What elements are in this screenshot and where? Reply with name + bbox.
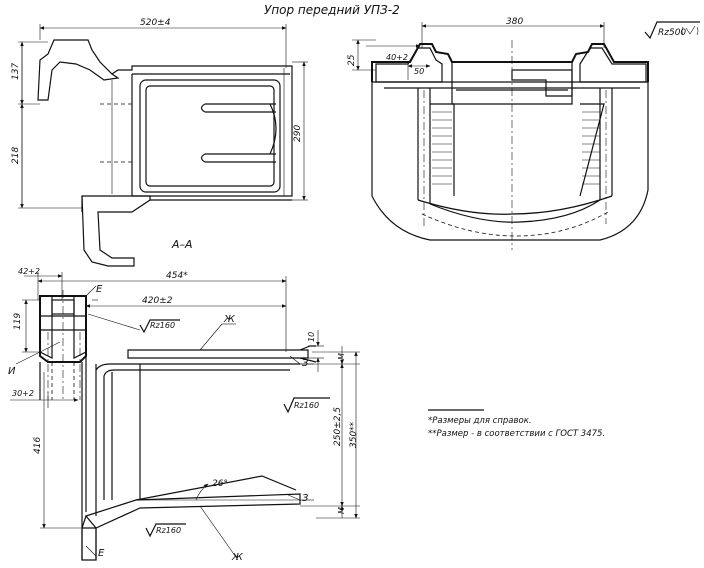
label-i: И — [8, 366, 16, 377]
dim-520: 520±4 — [140, 18, 171, 28]
note-2: **Размер - в соответствии с ГОСТ 3475. — [428, 429, 605, 439]
general-roughness-mark: Rz500 — [644, 21, 700, 40]
dim-119: 119 — [13, 313, 23, 330]
main-view: 42+2 454* 420±2 119 416 30+2 — [8, 267, 360, 563]
dim-137: 137 — [11, 63, 21, 80]
dim-380: 380 — [506, 17, 523, 27]
label-z-top: З — [302, 358, 309, 369]
dim-40: 40+2 — [386, 53, 408, 62]
dim-416: 416 — [33, 437, 43, 454]
general-roughness-label: Rz500 — [658, 28, 686, 38]
end-view: 380 25 40+2 50 — [347, 17, 649, 250]
drawing-title: Упор передний УПЗ-2 — [264, 3, 400, 17]
label-z-bot: З — [302, 493, 309, 504]
section-aa-label: А–А — [171, 238, 193, 251]
notes: *Размеры для справок. **Размер - в соотв… — [428, 409, 605, 439]
roughness-mark-2: Rz160 — [283, 397, 330, 414]
label-e-top: Е — [96, 284, 103, 295]
dim-454: 454* — [166, 271, 188, 281]
dim-218: 218 — [11, 147, 21, 164]
label-e-bot: Е — [98, 548, 105, 559]
roughness-mark-3: Rz160 — [145, 523, 186, 538]
roughness-label-1: Rz160 — [150, 321, 175, 330]
roughness-label-3: Rz160 — [156, 526, 181, 535]
roughness-mark-1: Rz160 — [87, 313, 180, 334]
dim-42: 42+2 — [18, 267, 40, 276]
dim-m-bot: M — [337, 507, 346, 514]
label-zh-bot: Ж — [231, 552, 244, 563]
section-aa-view: 520±4 137 218 290 — [11, 18, 308, 267]
roughness-label-2: Rz160 — [294, 401, 319, 410]
dim-350: 350** — [349, 421, 359, 448]
dim-25: 25 — [347, 54, 357, 66]
dim-290: 290 — [293, 125, 303, 142]
angle-26: 26° — [212, 479, 228, 489]
dim-420: 420±2 — [142, 296, 173, 306]
label-zh-top: Ж — [223, 314, 236, 325]
dim-250: 250±2,5 — [333, 407, 343, 446]
dim-50: 50 — [414, 67, 424, 76]
dim-m-top: M — [337, 353, 346, 360]
dim-30: 30+2 — [12, 389, 34, 398]
note-1: *Размеры для справок. — [428, 416, 532, 426]
dim-10: 10 — [307, 332, 316, 342]
